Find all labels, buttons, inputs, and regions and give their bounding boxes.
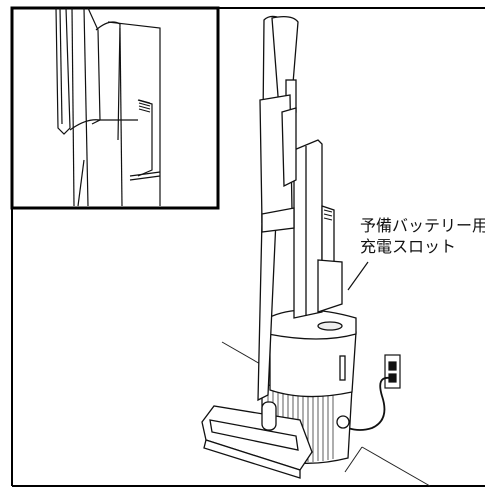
- callout-line-1: 予備バッテリー用: [360, 216, 485, 235]
- spare-battery-slot-callout: 予備バッテリー用 充電スロット: [360, 215, 485, 257]
- inset-detail: [10, 6, 220, 210]
- callout-line-2: 充電スロット: [360, 237, 457, 256]
- floor-lines: [221, 341, 431, 487]
- power-cord: [347, 376, 391, 431]
- callout-leader: [347, 261, 369, 291]
- wall-outlet: [384, 354, 401, 389]
- stick-vacuum: [201, 15, 313, 479]
